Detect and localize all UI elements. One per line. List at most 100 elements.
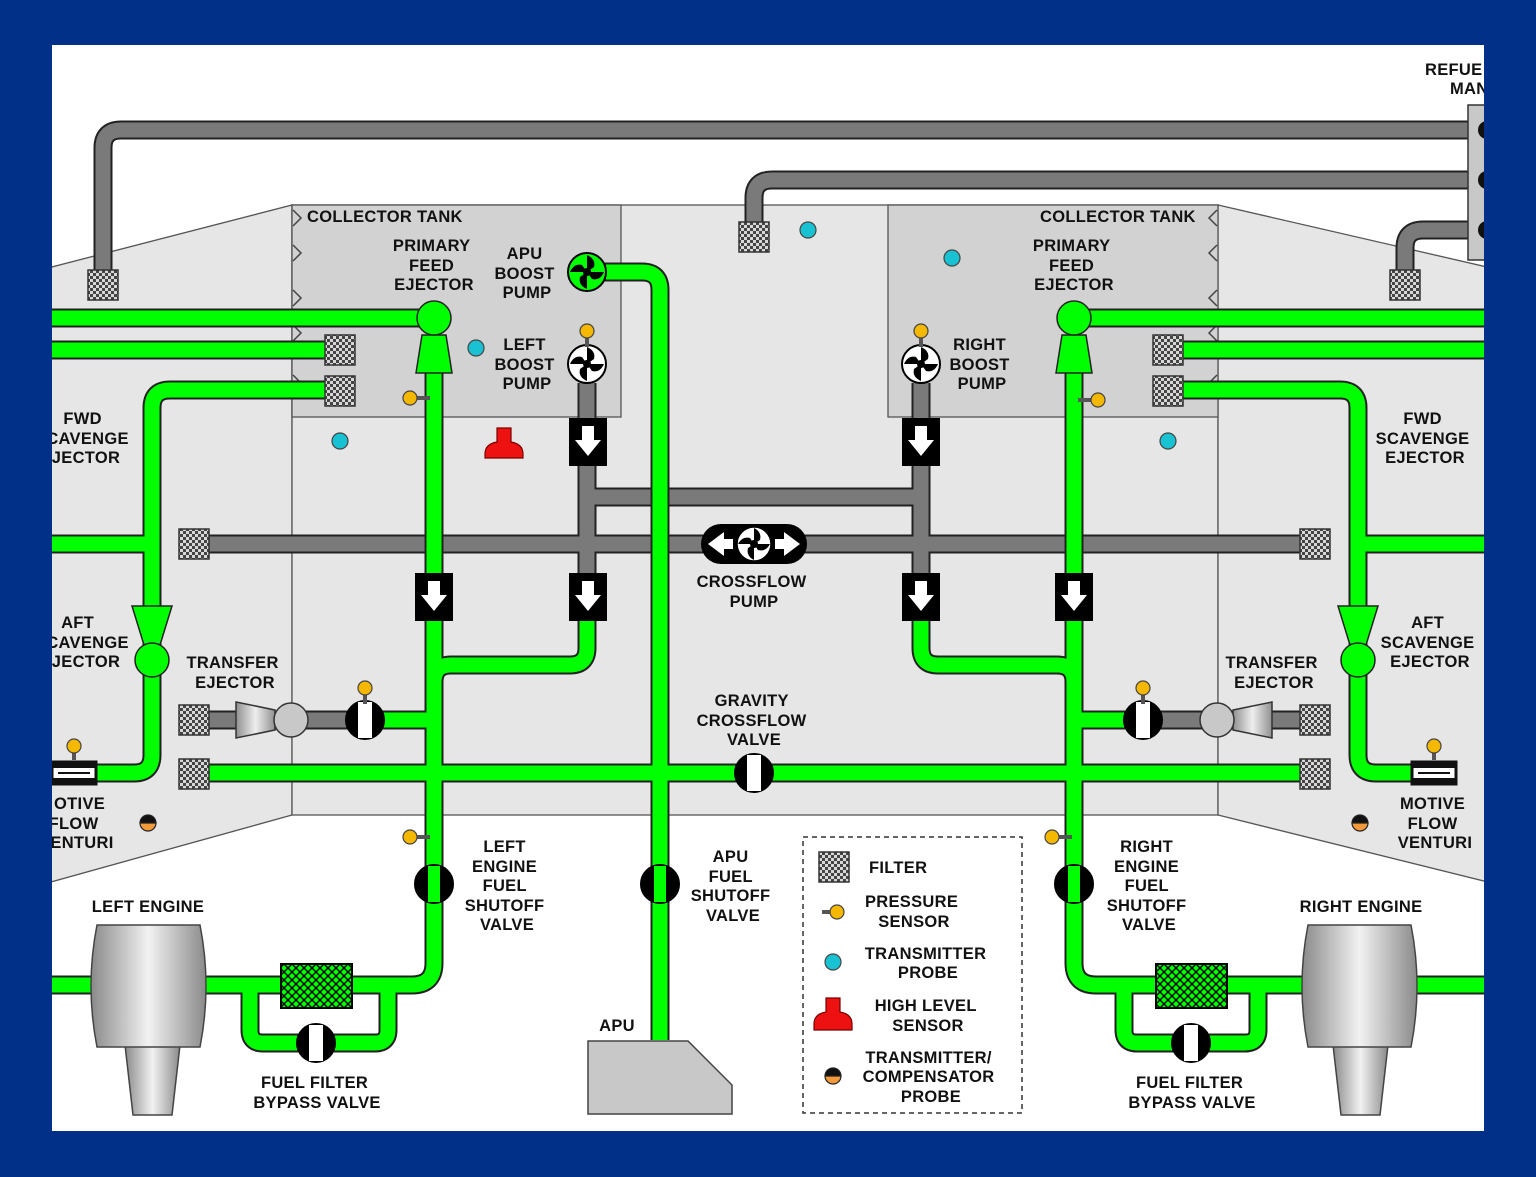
refuel-label: REFUE (1425, 61, 1482, 79)
right-fuel-filter-bypass-valve (1171, 1023, 1211, 1063)
legend-filter-swatch (818, 851, 850, 883)
legend-high-level-sensor-label: HIGH LEVEL SENSOR (875, 997, 982, 1035)
filter (324, 334, 356, 366)
right-boost-pump (901, 344, 941, 384)
filter (178, 758, 210, 790)
apu-fuel-shutoff-valve (640, 864, 680, 904)
filter (324, 375, 356, 407)
right-primary-feed-ejector (1055, 300, 1093, 374)
pressure-sensor (1044, 829, 1072, 845)
right-transfer-ejector (1199, 701, 1273, 739)
left-primary-feed-ejector (415, 300, 453, 374)
left-transfer-shutoff-valve (345, 700, 385, 740)
vent-lines (93, 120, 1484, 285)
valves (296, 700, 1211, 1063)
crossflow-pump (701, 524, 807, 564)
right-collector-tank-label: COLLECTOR TANK (1040, 208, 1196, 226)
transmitter-compensator-probe (139, 814, 157, 832)
right-fwd-scavenge-ejector-label: FWD SCAVENGE EJECTOR (1376, 410, 1475, 467)
left-primary-feed-ejector-label: PRIMARY FEED EJECTOR (393, 237, 475, 294)
left-boost-pump (567, 344, 607, 384)
right-engine-fuel-shutoff-valve (1054, 864, 1094, 904)
filter (178, 528, 210, 560)
left-motive-flow-venturi (52, 760, 98, 786)
left-fwd-scavenge-ejector-label: FWD CAVENGE JECTOR (46, 410, 133, 467)
check-valves (415, 418, 1093, 621)
legend-compensator-probe-icon (824, 1067, 842, 1085)
gravity-crossflow-valve-label: GRAVITY CROSSFLOW VALVE (697, 692, 812, 749)
legend-compensator-probe-label: TRANSMITTER/ COMPENSATOR PROBE (863, 1049, 1000, 1106)
left-transfer-ejector (235, 701, 309, 739)
left-engine-fuel-filter (280, 963, 353, 1009)
right-aft-scavenge-ejector (1336, 605, 1380, 678)
filter (1152, 375, 1184, 407)
pressure-sensor (579, 323, 595, 347)
filter (1152, 334, 1184, 366)
legend-transmitter-probe-label: TRANSMITTER PROBE (865, 945, 991, 982)
vent-filters (87, 221, 1421, 790)
gravity-crossflow-valve (734, 753, 774, 793)
pressure-sensor (1135, 680, 1151, 704)
left-engine-label: LEFT ENGINE (92, 898, 204, 916)
left-fuel-filter-bypass-valve-label: FUEL FILTER BYPASS VALVE (253, 1074, 380, 1112)
check-valve (569, 573, 607, 621)
collector-tank-vent-marks (292, 209, 1218, 392)
right-primary-feed-ejector-label: PRIMARY FEED EJECTOR (1033, 237, 1115, 294)
pressure-sensor (913, 323, 929, 347)
transmitter-compensator-probe (1351, 814, 1369, 832)
apu-fuel-shutoff-valve-label: APU FUEL SHUTOFF VALVE (691, 848, 776, 925)
transmitter-probe (467, 339, 485, 357)
check-valve (569, 418, 607, 466)
right-aft-scavenge-ejector-label: AFT SCAVENGE EJECTOR (1381, 614, 1480, 671)
right-boost-pump-label: RIGHT BOOST PUMP (949, 336, 1014, 393)
left-collector-tank-label: COLLECTOR TANK (307, 208, 463, 226)
right-fuel-filter-bypass-valve-label: FUEL FILTER BYPASS VALVE (1128, 1074, 1255, 1112)
legend-high-level-sensor-icon (813, 997, 853, 1031)
apu-label: APU (599, 1017, 635, 1035)
left-transfer-ejector-label: TRANSFER EJECTOR (186, 654, 283, 692)
filter (1299, 704, 1331, 736)
compensator-probes (139, 814, 1369, 832)
check-valve (1055, 573, 1093, 621)
transmitter-probe (1159, 432, 1177, 450)
right-transfer-ejector-label: TRANSFER EJECTOR (1225, 654, 1322, 692)
right-engine-label: RIGHT ENGINE (1300, 898, 1423, 916)
transmitter-probe (943, 249, 961, 267)
right-motive-flow-venturi-label: MOTIVE FLOW VENTURI (1398, 795, 1473, 852)
pressure-sensor (1078, 392, 1106, 408)
pressure-sensor (402, 829, 430, 845)
left-boost-pump-label: LEFT BOOST PUMP (494, 336, 559, 393)
pressure-sensor (402, 390, 430, 406)
pressure-sensor (66, 738, 82, 760)
crossflow-pump-label: CROSSFLOW PUMP (697, 573, 812, 611)
left-aft-scavenge-ejector (130, 605, 174, 678)
apu-unit (587, 1040, 733, 1115)
filter (87, 269, 119, 301)
right-motive-flow-venturi (1410, 760, 1458, 786)
left-motive-flow-venturi-label: OTIVE FLOW ENTURI (49, 795, 114, 852)
refuel-manifold (1467, 104, 1484, 261)
left-engine-fuel-shutoff-valve-label: LEFT ENGINE FUEL SHUTOFF VALVE (465, 838, 550, 934)
transmitter-probe (799, 221, 817, 239)
right-transfer-shutoff-valve (1123, 700, 1163, 740)
legend: FILTER PRESSURE SENSOR TRANSMITTER PROBE… (802, 836, 1023, 1114)
left-aft-scavenge-ejector-label: AFT CAVENGE JECTOR (46, 614, 133, 671)
pressure-sensor (357, 680, 373, 704)
check-valve (902, 573, 940, 621)
filter (1389, 269, 1421, 301)
apu-boost-pump-label: APU BOOST PUMP (494, 245, 559, 302)
high-level-sensor (484, 427, 524, 459)
legend-box (802, 836, 1023, 1114)
pressure-sensors (66, 323, 1442, 845)
pressure-sensor (1426, 738, 1442, 760)
right-engine-fuel-filter (1155, 963, 1228, 1009)
filter (738, 221, 770, 253)
transmitter-probe (331, 432, 349, 450)
right-engine (1301, 924, 1418, 1116)
legend-pressure-sensor-label: PRESSURE SENSOR (865, 893, 963, 931)
filter (178, 704, 210, 736)
right-engine-fuel-shutoff-valve-label: RIGHT ENGINE FUEL SHUTOFF VALVE (1107, 838, 1192, 934)
filter (1299, 528, 1331, 560)
filter (1299, 758, 1331, 790)
